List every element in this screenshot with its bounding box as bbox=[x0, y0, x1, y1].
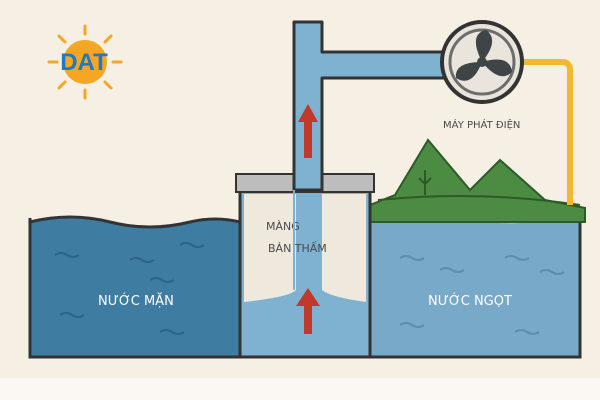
hills bbox=[369, 138, 586, 223]
generator: MÁY PHÁT ĐIỆN bbox=[440, 20, 524, 131]
up-arrow-icon bbox=[298, 104, 318, 158]
sun-icon bbox=[47, 24, 123, 100]
membrane-label-line2: BÁN THẤM bbox=[268, 241, 327, 255]
logo: DAT bbox=[47, 24, 123, 100]
membrane-panel-right bbox=[322, 194, 366, 302]
salt-tank-outline bbox=[28, 218, 240, 359]
membrane-label-line1: MÀNG bbox=[266, 220, 300, 233]
bottom-strip bbox=[0, 378, 600, 400]
salt-water-label: NƯỚC MẶN bbox=[98, 293, 174, 309]
salt-water-tank: NƯỚC MẶN bbox=[28, 215, 241, 359]
membrane-chamber: MÀNG BÁN THẤM bbox=[235, 173, 375, 359]
logo-text: DAT bbox=[60, 49, 108, 76]
sun-disc bbox=[63, 40, 107, 84]
fresh-water-body bbox=[370, 216, 580, 357]
membrane-panel-left bbox=[244, 194, 296, 302]
tree-icon bbox=[418, 170, 432, 195]
fresh-water-tank: NƯỚC NGỌT bbox=[370, 216, 582, 359]
salt-water-ripples bbox=[54, 242, 205, 335]
up-arrow-icon-lower bbox=[296, 288, 320, 334]
salt-water-surface bbox=[29, 215, 241, 229]
hill-ground-line bbox=[377, 195, 581, 206]
fresh-tank-outline bbox=[370, 216, 582, 359]
salt-water-body bbox=[30, 217, 240, 357]
generator-inner-ring bbox=[448, 28, 516, 96]
generator-label: MÁY PHÁT ĐIỆN bbox=[443, 118, 520, 131]
power-wire bbox=[520, 59, 573, 205]
fan-icon bbox=[455, 30, 512, 81]
fresh-water-ripples bbox=[399, 255, 565, 335]
fresh-water-label: NƯỚC NGỌT bbox=[428, 293, 512, 309]
